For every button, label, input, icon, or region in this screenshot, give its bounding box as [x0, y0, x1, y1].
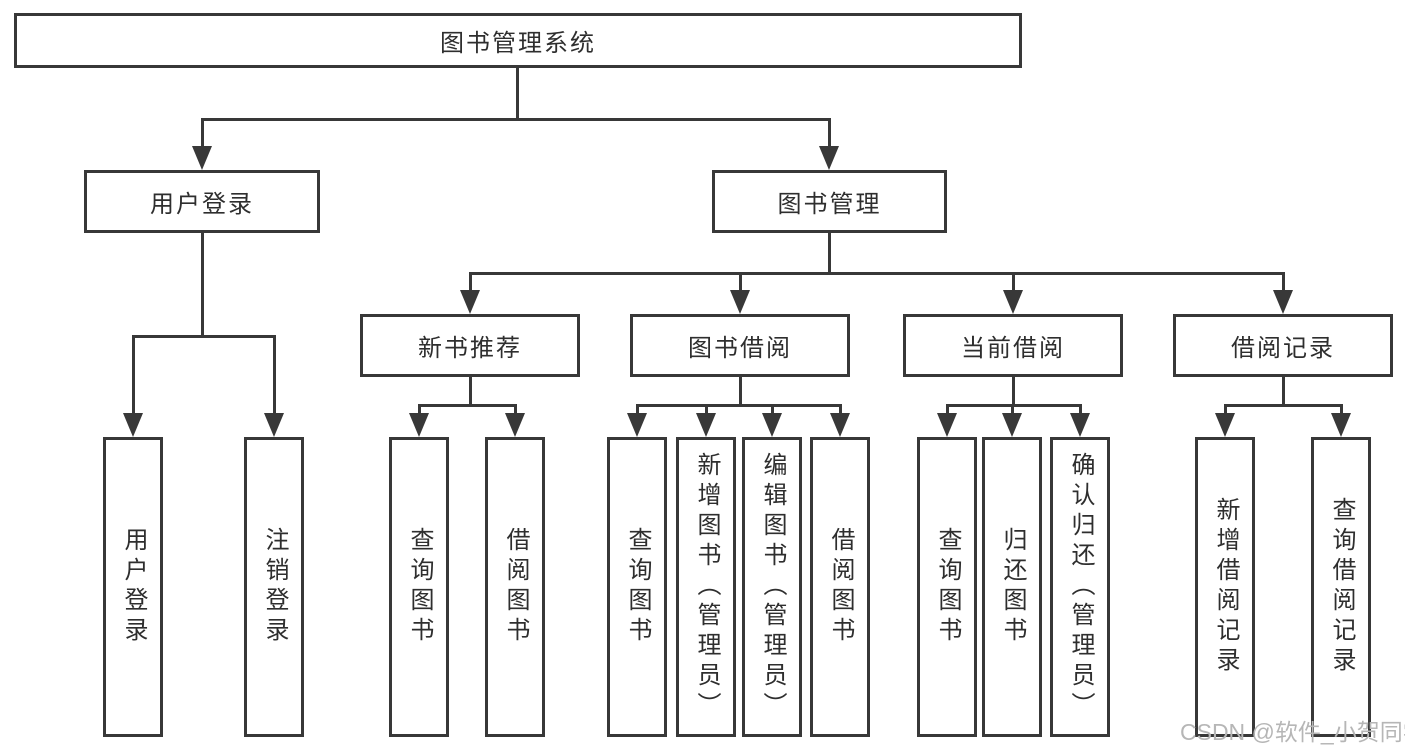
leaf-label: 新增借阅记录 — [1212, 497, 1239, 677]
node-label: 当前借阅 — [961, 335, 1065, 362]
leaf-label: 查询图书 — [624, 527, 651, 647]
connector-borrowrecord-hline — [1224, 404, 1342, 407]
leaf-currentborrow-confirm-return-admin: 确认归还（管理员） — [1050, 437, 1110, 737]
connector-newbook-hline — [418, 404, 516, 407]
connector-to-currentborrow-stem — [1012, 272, 1015, 292]
leaf-bookborrow-edit-book-admin: 编辑图书（管理员） — [742, 437, 802, 737]
leaf-label: 新增图书（管理员） — [693, 452, 720, 722]
connector-to-leaf-cbconfirm-stem — [1079, 404, 1082, 415]
arrowhead-to-leaf-bradd — [1215, 413, 1235, 437]
connector-bookborrow-stem — [739, 377, 742, 406]
arrowhead-to-newbook — [460, 290, 480, 314]
csdn-watermark: CSDN @软件_小贺同学 — [1180, 719, 1405, 745]
arrowhead-to-currentborrow — [1003, 290, 1023, 314]
arrowhead-to-leaf-nbborrow — [505, 413, 525, 437]
arrowhead-to-leaf-logout — [264, 413, 284, 437]
arrowhead-to-leaf-nbquery — [409, 413, 429, 437]
leaf-newbook-borrow-book: 借阅图书 — [485, 437, 545, 737]
leaf-logout-login: 注销登录 — [244, 437, 304, 737]
arrowhead-to-leaf-bbedit — [762, 413, 782, 437]
connector-to-leaf-bbquery-stem — [636, 404, 639, 415]
leaf-currentborrow-query-book: 查询图书 — [917, 437, 977, 737]
connector-to-leaf-bbedit-stem — [771, 404, 774, 415]
connector-borrowrecord-stem — [1282, 377, 1285, 406]
connector-userlogin-hline — [132, 335, 276, 338]
connector-root-to-userlogin-stem — [201, 118, 204, 148]
node-label: 图书借阅 — [688, 335, 792, 362]
arrowhead-to-leaf-cbconfirm — [1070, 413, 1090, 437]
leaf-label: 借阅图书 — [502, 527, 529, 647]
leaf-label: 查询图书 — [934, 527, 961, 647]
connector-bookborrow-hline — [636, 404, 841, 407]
connector-to-borrowrecord-stem — [1282, 272, 1285, 292]
node-user-login: 用户登录 — [84, 170, 320, 233]
connector-to-leaf-cbquery-stem — [946, 404, 949, 415]
connector-root-stem — [516, 68, 519, 120]
node-label: 图书管理 — [777, 191, 882, 218]
arrowhead-to-bookborrow — [730, 290, 750, 314]
leaf-label: 查询图书 — [406, 527, 433, 647]
leaf-label: 确认归还（管理员） — [1067, 452, 1094, 722]
connector-to-leaf-bbborrow-stem — [839, 404, 842, 415]
connector-bookmgmt-hline — [469, 272, 1284, 275]
connector-userlogin-stem — [201, 233, 204, 337]
node-label: 用户登录 — [150, 191, 254, 218]
leaf-currentborrow-return-book: 归还图书 — [982, 437, 1042, 737]
connector-to-leaf-logout-stem — [273, 335, 276, 415]
arrowhead-to-leaf-bbborrow — [830, 413, 850, 437]
arrowhead-to-bookmgmt — [819, 146, 839, 170]
arrowhead-to-userlogin — [192, 146, 212, 170]
leaf-bookborrow-borrow-book: 借阅图书 — [810, 437, 870, 737]
connector-to-leaf-bbadd-stem — [705, 404, 708, 415]
connector-currentborrow-stem — [1012, 377, 1015, 406]
leaf-label: 用户登录 — [120, 527, 147, 647]
node-book-borrow: 图书借阅 — [630, 314, 850, 377]
connector-root-to-bookmgmt-stem — [828, 118, 831, 148]
connector-root-hline — [201, 118, 831, 121]
connector-bookmgmt-stem — [828, 233, 831, 274]
leaf-record-add-borrow-record: 新增借阅记录 — [1195, 437, 1255, 737]
leaf-label: 查询借阅记录 — [1328, 497, 1355, 677]
arrowhead-to-leaf-brquery — [1331, 413, 1351, 437]
connector-to-leaf-bradd-stem — [1224, 404, 1227, 415]
arrowhead-to-leaf-cbquery — [937, 413, 957, 437]
node-library-management-system: 图书管理系统 — [14, 13, 1022, 68]
connector-to-bookborrow-stem — [739, 272, 742, 292]
node-borrow-record: 借阅记录 — [1173, 314, 1393, 377]
node-current-borrow: 当前借阅 — [903, 314, 1123, 377]
leaf-bookborrow-add-book-admin: 新增图书（管理员） — [676, 437, 736, 737]
arrowhead-to-leaf-bbadd — [696, 413, 716, 437]
leaf-newbook-query-book: 查询图书 — [389, 437, 449, 737]
connector-to-leaf-cbreturn-stem — [1011, 404, 1014, 415]
node-label: 借阅记录 — [1231, 335, 1335, 362]
leaf-bookborrow-query-book: 查询图书 — [607, 437, 667, 737]
leaf-user-login: 用户登录 — [103, 437, 163, 737]
leaf-label: 注销登录 — [261, 527, 288, 647]
connector-to-leaf-nbquery-stem — [418, 404, 421, 415]
arrowhead-to-leaf-userlogin — [123, 413, 143, 437]
node-label: 图书管理系统 — [440, 30, 596, 57]
connector-to-leaf-nbborrow-stem — [514, 404, 517, 415]
connector-to-newbook-stem — [469, 272, 472, 292]
node-label: 新书推荐 — [418, 335, 522, 362]
connector-to-leaf-brquery-stem — [1340, 404, 1343, 415]
leaf-label: 借阅图书 — [827, 527, 854, 647]
leaf-record-query-borrow-record: 查询借阅记录 — [1311, 437, 1371, 737]
connector-newbook-stem — [469, 377, 472, 406]
arrowhead-to-leaf-cbreturn — [1002, 413, 1022, 437]
arrowhead-to-leaf-bbquery — [627, 413, 647, 437]
leaf-label: 编辑图书（管理员） — [759, 452, 786, 722]
node-book-management: 图书管理 — [712, 170, 947, 233]
arrowhead-to-borrowrecord — [1273, 290, 1293, 314]
leaf-label: 归还图书 — [999, 527, 1026, 647]
connector-to-leaf-userlogin-stem — [132, 335, 135, 415]
node-new-book-recommend: 新书推荐 — [360, 314, 580, 377]
